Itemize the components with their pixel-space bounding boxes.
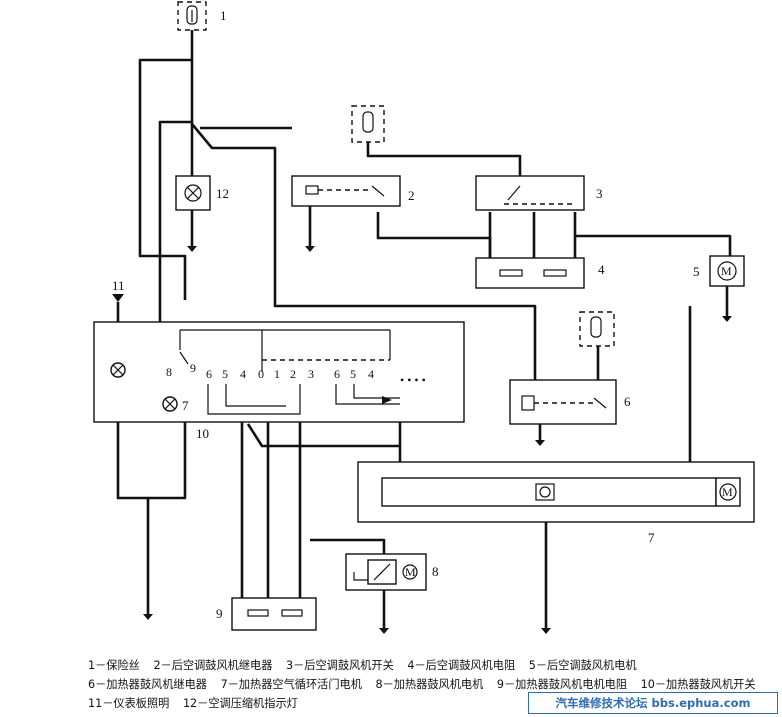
dash-lamp-11 (110, 294, 126, 378)
fuse-1 (177, 1, 207, 31)
label-2: 2 (408, 188, 415, 203)
recirc-flap-motor-7: M (357, 461, 755, 523)
label-3: 3 (596, 186, 603, 201)
svg-text:M: M (721, 264, 732, 278)
svg-text:• • • •: • • • • (400, 373, 426, 387)
fuse-relay-2 (351, 105, 385, 143)
rear-blower-resistor-4 (475, 212, 585, 289)
pin-5b: 5 (350, 367, 356, 381)
label-1: 1 (220, 8, 227, 23)
switch-pin-labels: 8 9 6 5 4 0 1 2 3 6 5 4 • • • • (166, 361, 426, 387)
heater-blower-relay-6 (509, 379, 617, 425)
label-5: 5 (693, 264, 700, 279)
pin-6: 6 (206, 367, 212, 381)
pin-3: 3 (308, 367, 314, 381)
label-7b: 7 (182, 398, 189, 413)
rear-blower-motor-5: M (709, 255, 745, 316)
legend-item: 7－加热器空气循环活门电机 (220, 678, 362, 691)
pin-0: 0 (258, 367, 264, 381)
legend-item: 2－后空调鼓风机继电器 (153, 659, 273, 672)
heater-blower-switch-10 (93, 321, 465, 423)
label-10: 10 (196, 426, 209, 441)
legend-item: 1－保险丝 (88, 659, 140, 672)
svg-text:M: M (722, 485, 733, 499)
legend-item: 5－后空调鼓风机电机 (528, 659, 637, 672)
legend-item: 12－空调压缩机指示灯 (182, 697, 298, 710)
switch-lamp-7 (162, 396, 178, 412)
rear-blower-switch-3 (475, 175, 585, 211)
legend-item: 3－后空调鼓风机开关 (286, 659, 394, 672)
legend-item: 10－加热器鼓风机开关 (640, 678, 756, 691)
label-12: 12 (216, 186, 229, 201)
watermark-link[interactable]: 汽车维修技术论坛 bbs.ephua.com (528, 692, 778, 714)
legend-caption: 1－保险丝 2－后空调鼓风机继电器 3－后空调鼓风机开关 4－后空调鼓风机电阻 … (88, 656, 768, 713)
legend-item: 8－加热器鼓风机电机 (375, 678, 484, 691)
label-7: 7 (648, 530, 655, 545)
pin-9: 9 (190, 361, 196, 375)
fuse-relay-6 (579, 311, 615, 347)
pin-8: 8 (166, 365, 172, 379)
rear-blower-relay-2 (291, 175, 401, 207)
pin-6b: 6 (334, 367, 340, 381)
wiring-diagram: 1 (93, 1, 755, 634)
label-9: 9 (216, 606, 223, 621)
wires (116, 30, 732, 628)
legend-item: 9－加热器鼓风机电机电阻 (496, 678, 628, 691)
heater-blower-resistor-9 (231, 597, 317, 631)
pin-4: 4 (240, 367, 246, 381)
pin-1: 1 (274, 367, 280, 381)
svg-text:M: M (405, 565, 416, 579)
legend-item: 6－加热器鼓风机继电器 (88, 678, 207, 691)
label-6: 6 (624, 394, 631, 409)
label-8: 8 (432, 564, 439, 579)
label-4: 4 (598, 262, 605, 277)
compressor-indicator-lamp-12 (175, 175, 211, 211)
heater-blower-motor-8: M (345, 553, 427, 591)
ground-symbols (143, 246, 732, 634)
legend-item: 4－后空调鼓风机电阻 (407, 659, 516, 672)
legend-item: 11－仪表板照明 (88, 697, 170, 710)
pin-2: 2 (290, 367, 296, 381)
label-11: 11 (112, 278, 125, 293)
pin-5: 5 (222, 367, 228, 381)
pin-4b: 4 (368, 367, 374, 381)
